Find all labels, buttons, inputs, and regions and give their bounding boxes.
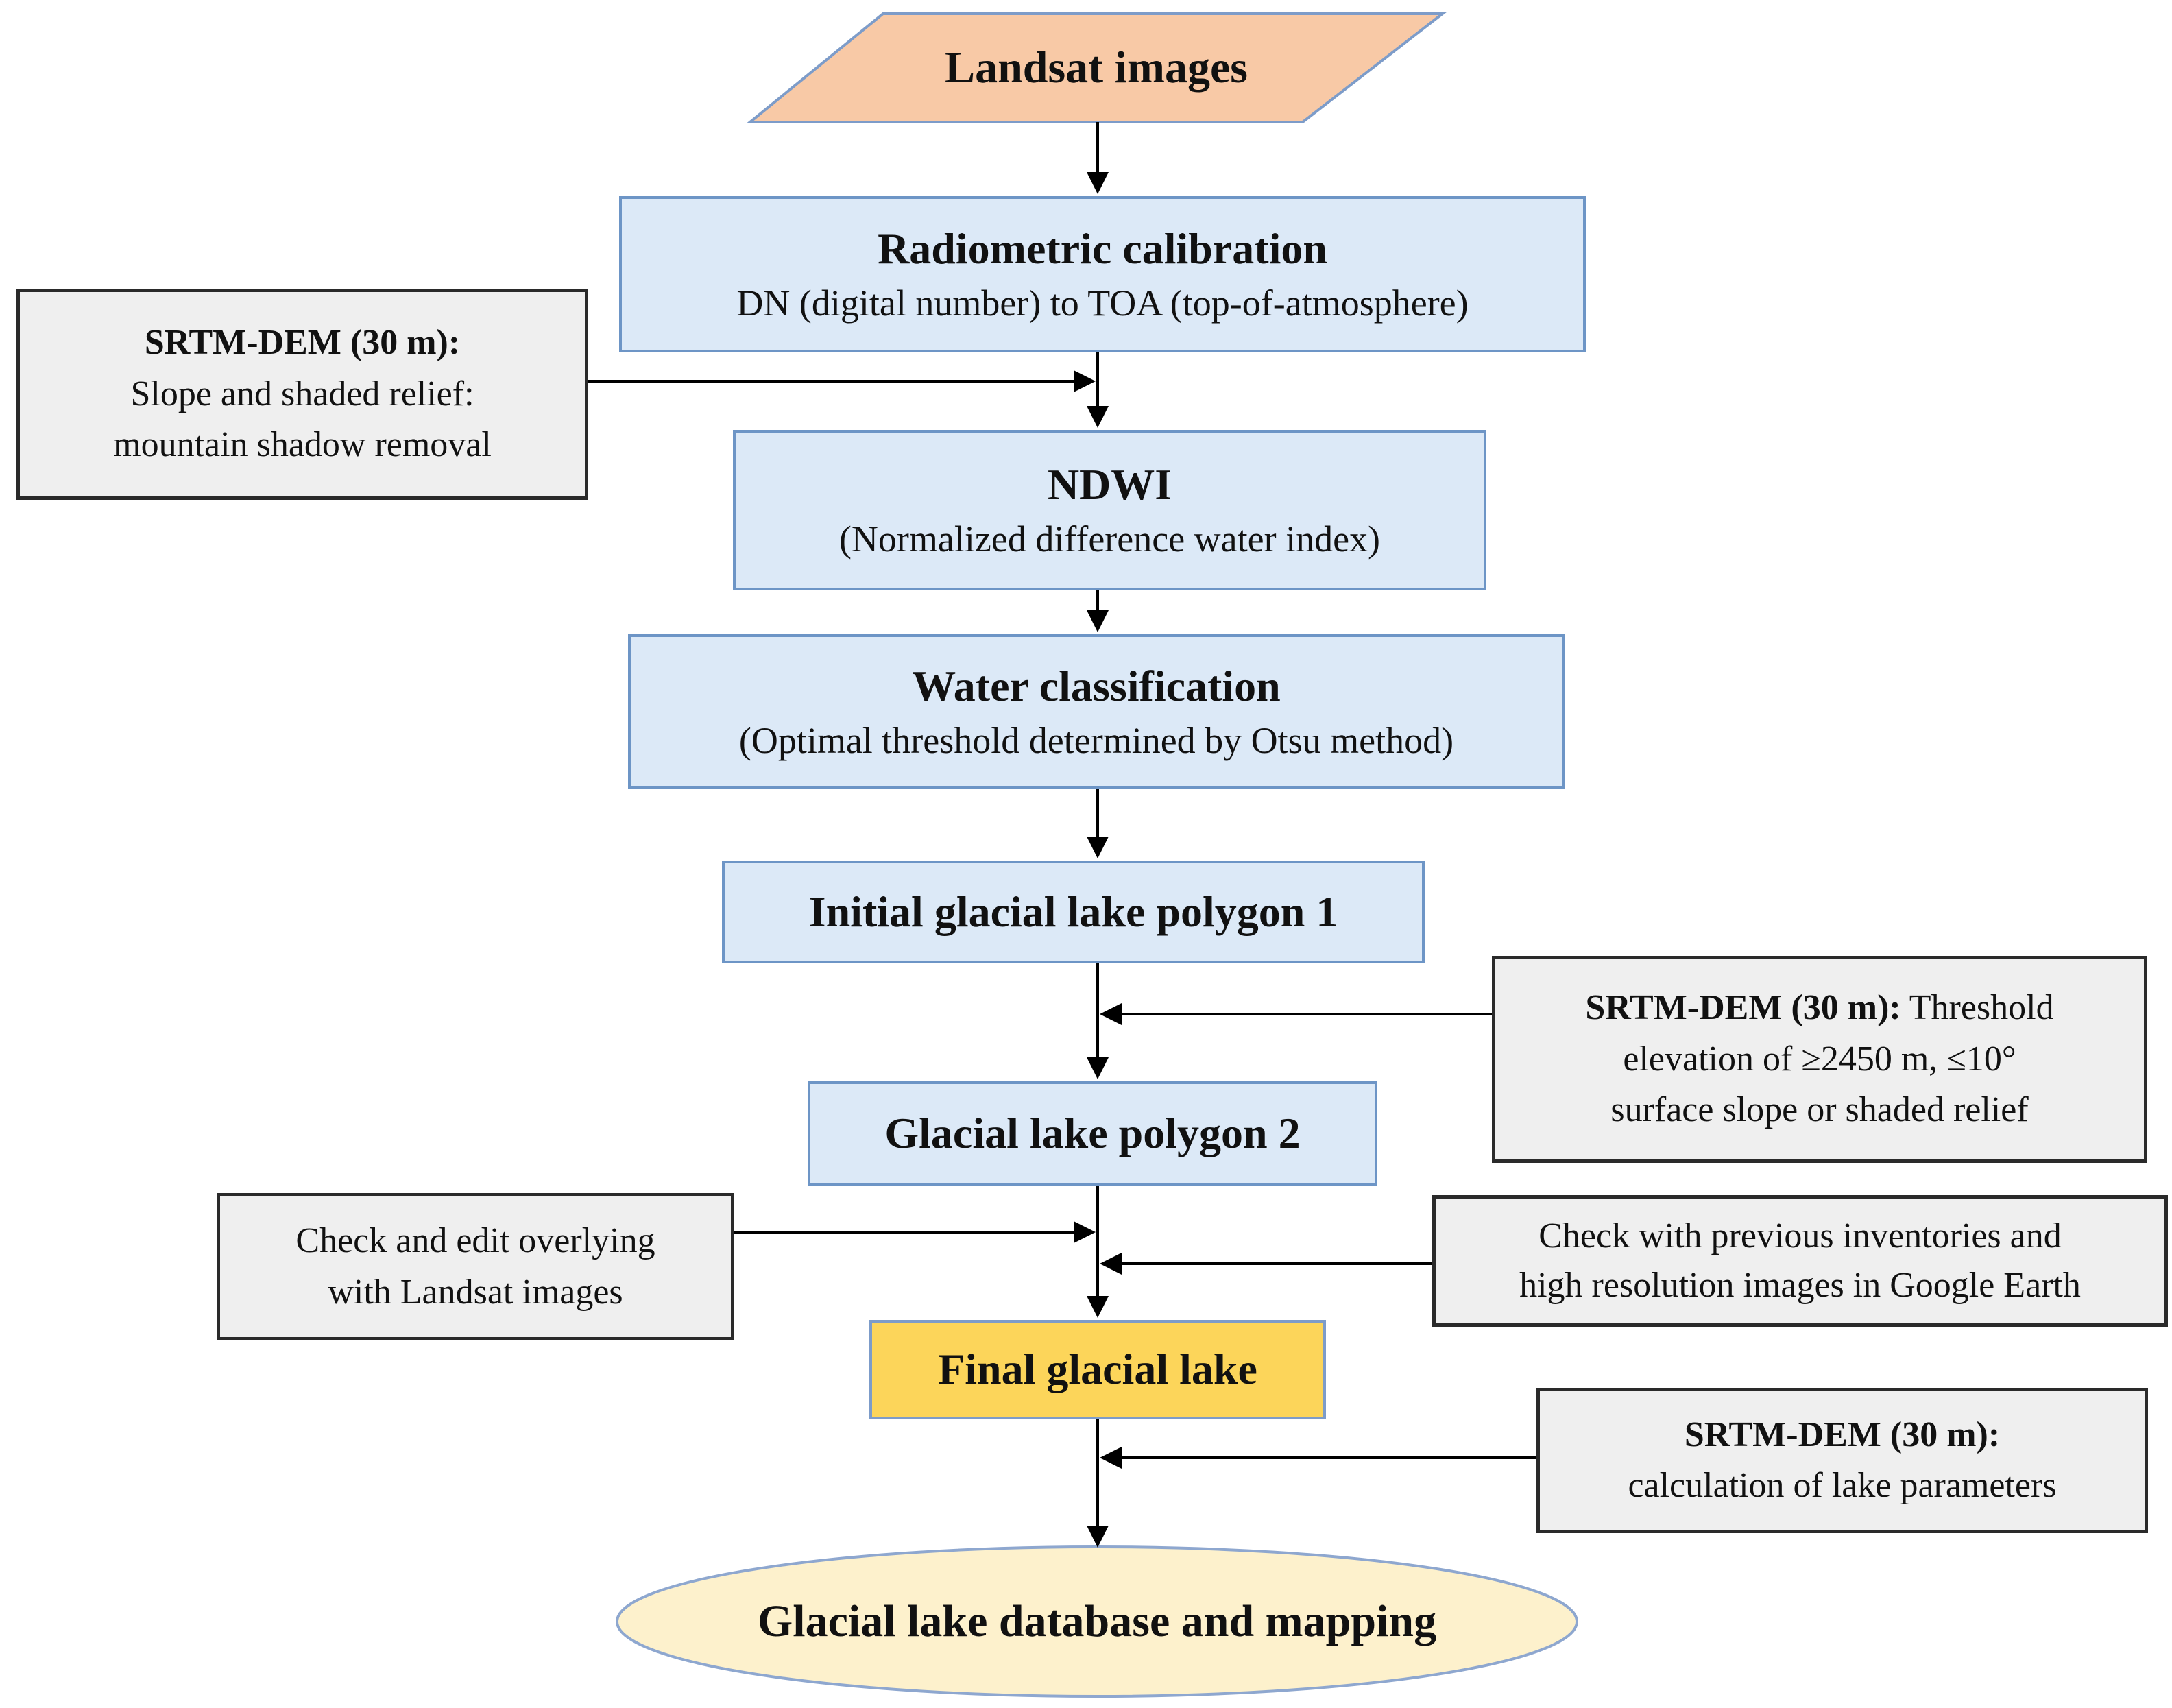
water-classification-box: Water classification (Optimal threshold …: [628, 634, 1565, 789]
srtm-shadow-heading: SRTM-DEM (30 m):: [144, 323, 461, 363]
check-previous-line2: high resolution images in Google Earth: [1519, 1266, 2081, 1305]
ndwi-subtitle: (Normalized difference water index): [838, 518, 1381, 560]
landsat-input-shape: [746, 12, 1447, 123]
check-edit-line2: with Landsat images: [328, 1272, 623, 1312]
srtm-shadow-note: SRTM-DEM (30 m): Slope and shaded relief…: [16, 289, 588, 500]
initial-polygon-title: Initial glacial lake polygon 1: [808, 887, 1338, 936]
srtm-threshold-line2: elevation of ≥2450 m, ≤10°: [1623, 1039, 2016, 1079]
srtm-threshold-line3: surface slope or shaded relief: [1610, 1090, 2029, 1130]
final-glacial-lake-box: Final glacial lake: [869, 1320, 1326, 1419]
srtm-threshold-note: SRTM-DEM (30 m): Threshold elevation of …: [1492, 956, 2147, 1163]
polygon2-box: Glacial lake polygon 2: [808, 1081, 1377, 1186]
check-edit-line1: Check and edit overlying: [295, 1221, 655, 1261]
srtm-params-note: SRTM-DEM (30 m): calculation of lake par…: [1536, 1388, 2148, 1533]
srtm-threshold-line1-rest: Threshold: [1900, 988, 2054, 1028]
landsat-images-text: Landsat images: [945, 43, 1248, 93]
srtm-shadow-line2: mountain shadow removal: [113, 425, 492, 465]
polygon2-title: Glacial lake polygon 2: [884, 1109, 1301, 1158]
water-classification-title: Water classification: [912, 661, 1281, 710]
srtm-threshold-heading: SRTM-DEM (30 m):: [1585, 988, 1901, 1028]
initial-polygon-box: Initial glacial lake polygon 1: [722, 861, 1425, 963]
radiometric-calibration-box: Radiometric calibration DN (digital numb…: [619, 196, 1586, 352]
ndwi-title: NDWI: [1047, 460, 1172, 509]
check-edit-note: Check and edit overlying with Landsat im…: [217, 1193, 734, 1340]
srtm-params-heading: SRTM-DEM (30 m):: [1684, 1415, 2001, 1454]
landsat-images-label: Landsat images: [750, 14, 1443, 122]
check-previous-line1: Check with previous inventories and: [1538, 1216, 2062, 1255]
database-mapping-text: Glacial lake database and mapping: [757, 1596, 1437, 1646]
database-mapping-label: Glacial lake database and mapping: [617, 1547, 1577, 1696]
final-glacial-lake-title: Final glacial lake: [938, 1345, 1257, 1394]
water-classification-subtitle: (Optimal threshold determined by Otsu me…: [738, 719, 1454, 761]
srtm-shadow-line1: Slope and shaded relief:: [130, 374, 474, 413]
srtm-params-line1: calculation of lake parameters: [1628, 1466, 2057, 1505]
radiometric-calibration-subtitle: DN (digital number) to TOA (top-of-atmos…: [736, 282, 1469, 324]
ndwi-box: NDWI (Normalized difference water index): [733, 430, 1486, 590]
radiometric-calibration-title: Radiometric calibration: [878, 224, 1327, 274]
check-previous-note: Check with previous inventories and high…: [1432, 1195, 2168, 1327]
srtm-threshold-line1: SRTM-DEM (30 m): Threshold: [1585, 987, 2053, 1029]
